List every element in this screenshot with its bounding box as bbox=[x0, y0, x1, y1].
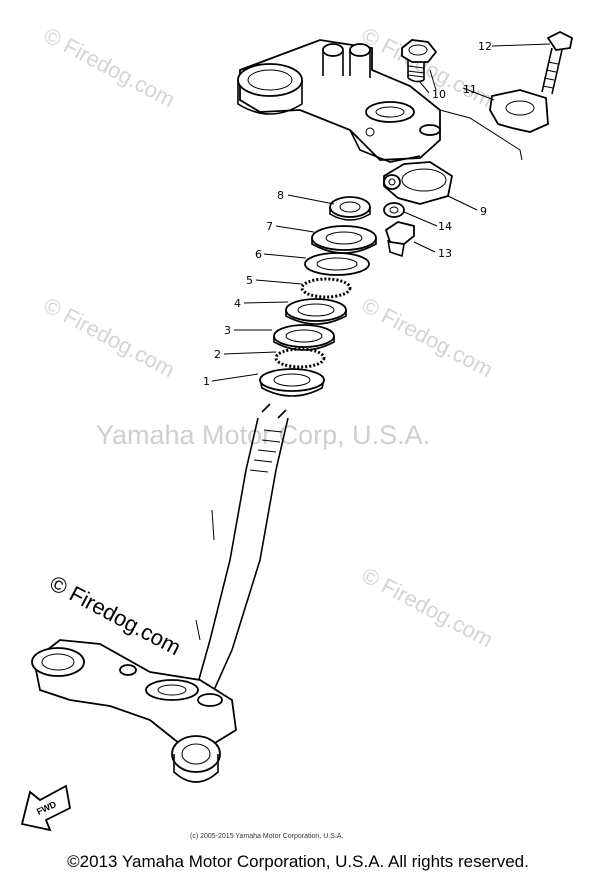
washer-7 bbox=[311, 225, 377, 254]
callout-9: 9 bbox=[480, 205, 487, 218]
watermark-center: Yamaha Motor Corp, U.S.A. bbox=[96, 420, 430, 450]
callout-7: 7 bbox=[266, 220, 273, 233]
washer-14 bbox=[383, 202, 405, 218]
ball-bearing-2 bbox=[274, 347, 326, 369]
fwd-arrow-icon: FWD bbox=[20, 784, 72, 832]
race-cover-6 bbox=[304, 252, 370, 276]
callout-8: 8 bbox=[277, 189, 284, 202]
callout-2: 2 bbox=[214, 348, 221, 361]
seal-1 bbox=[259, 368, 325, 397]
ball-race-3 bbox=[273, 324, 335, 351]
callout-4: 4 bbox=[234, 297, 241, 310]
bolt-13 bbox=[384, 221, 415, 258]
watermark-top-left: © Firedog.com bbox=[40, 22, 179, 112]
clamp-9 bbox=[383, 161, 454, 205]
callout-14: 14 bbox=[438, 220, 452, 233]
callout-12: 12 bbox=[478, 40, 492, 53]
bolt-10 bbox=[401, 39, 438, 91]
callouts: 1 2 3 4 5 6 7 8 9 10 11 12 13 14 bbox=[203, 40, 492, 388]
callout-3: 3 bbox=[224, 324, 231, 337]
watermark-mid-right: © Firedog.com bbox=[358, 292, 497, 382]
watermark-low-right: © Firedog.com bbox=[358, 562, 497, 652]
callout-10: 10 bbox=[432, 88, 446, 101]
ring-nut-8 bbox=[329, 196, 371, 221]
callout-6: 6 bbox=[255, 248, 262, 261]
callout-5: 5 bbox=[246, 274, 253, 287]
ball-bearing-5 bbox=[300, 277, 352, 299]
small-credit: (c) 2005-2015 Yamaha Motor Corporation, … bbox=[190, 833, 343, 840]
callout-11: 11 bbox=[463, 83, 477, 96]
bolt-12 bbox=[541, 30, 574, 95]
handlebar-holder-11 bbox=[439, 89, 549, 161]
steering-stem-shaft bbox=[195, 403, 289, 691]
ball-race-4 bbox=[285, 298, 347, 325]
watermark-mid-left: © Firedog.com bbox=[40, 292, 179, 382]
copyright-notice: ©2013 Yamaha Motor Corporation, U.S.A. A… bbox=[67, 852, 529, 871]
leader-lines bbox=[211, 43, 551, 382]
upper-bracket bbox=[237, 39, 441, 163]
callout-13: 13 bbox=[438, 247, 452, 260]
lower-bracket bbox=[31, 639, 237, 783]
callout-1: 1 bbox=[203, 375, 210, 388]
